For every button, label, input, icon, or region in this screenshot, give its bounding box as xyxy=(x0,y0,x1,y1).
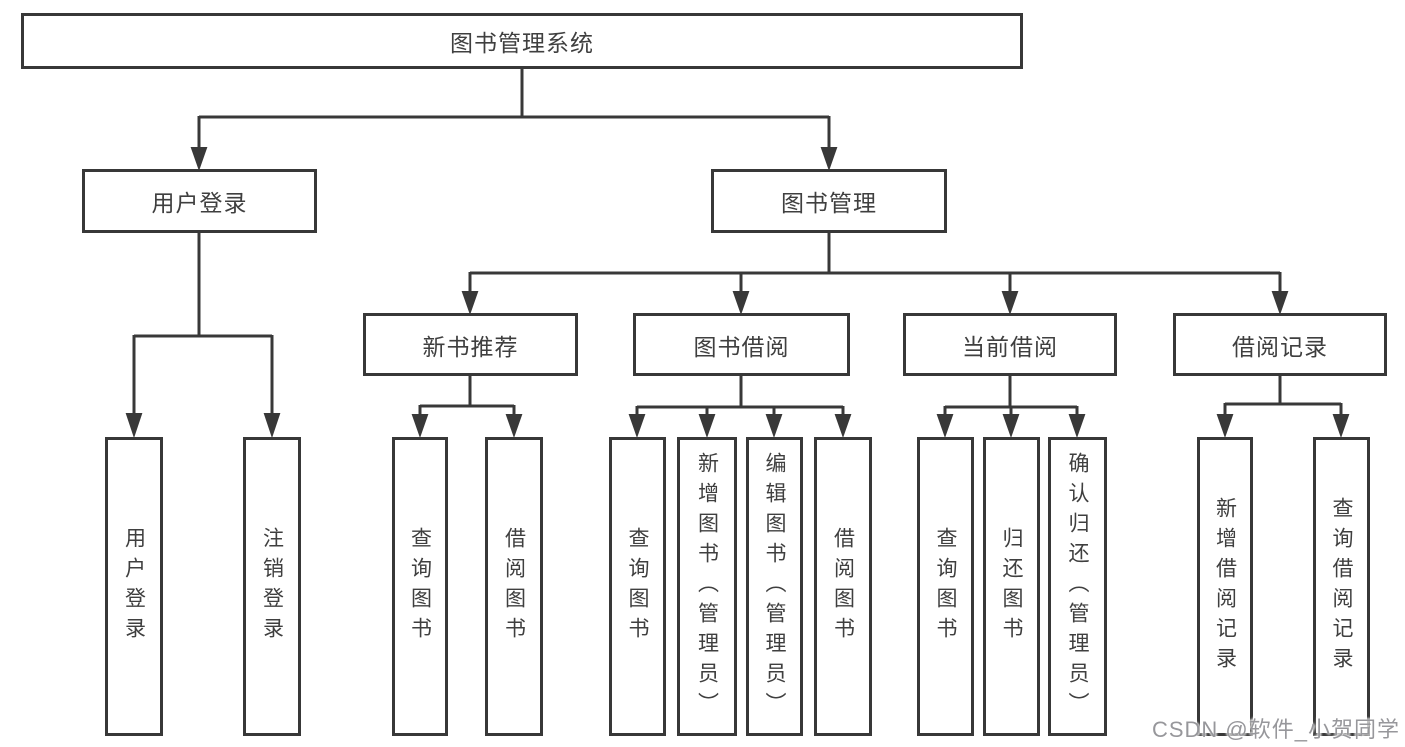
leaf-user-login: 用户登录 xyxy=(105,437,163,736)
leaf-return-books: 归还图书 xyxy=(983,437,1040,736)
leaf-query-books-1: 查询图书 xyxy=(392,437,448,736)
leaf-add-books-admin: 新增图书（管理员） xyxy=(677,437,737,736)
node-new-book-recommend: 新书推荐 xyxy=(363,313,578,376)
leaf-borrow-books-2: 借阅图书 xyxy=(814,437,872,736)
node-current-borrow: 当前借阅 xyxy=(903,313,1117,376)
node-book-management: 图书管理 xyxy=(711,169,947,233)
node-borrow-records: 借阅记录 xyxy=(1173,313,1387,376)
leaf-query-books-2: 查询图书 xyxy=(609,437,666,736)
node-user-login: 用户登录 xyxy=(82,169,317,233)
node-root: 图书管理系统 xyxy=(21,13,1023,69)
leaf-edit-books-admin: 编辑图书（管理员） xyxy=(746,437,803,736)
leaf-confirm-return-admin: 确认归还（管理员） xyxy=(1048,437,1107,736)
node-book-borrow: 图书借阅 xyxy=(633,313,850,376)
leaf-query-borrow-record: 查询借阅记录 xyxy=(1313,437,1370,736)
csdn-watermark: CSDN @软件_小贺同学 xyxy=(1151,717,1400,742)
arrowheads xyxy=(125,147,1350,439)
connector-path xyxy=(132,68,1343,417)
leaf-logout: 注销登录 xyxy=(243,437,301,736)
leaf-query-books-3: 查询图书 xyxy=(917,437,974,736)
leaf-borrow-books-1: 借阅图书 xyxy=(485,437,543,736)
leaf-add-borrow-record: 新增借阅记录 xyxy=(1197,437,1253,736)
